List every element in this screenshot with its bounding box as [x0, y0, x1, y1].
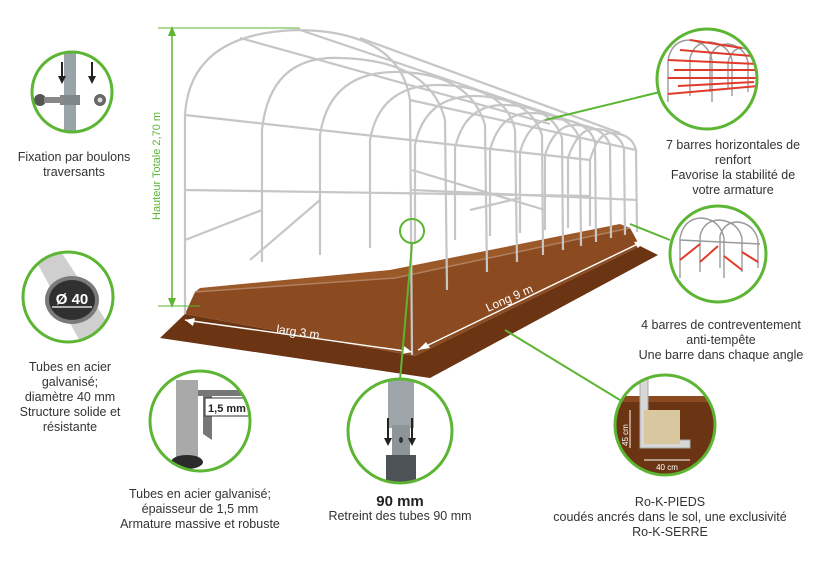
greenhouse-frame [183, 28, 639, 356]
soil-bed [160, 224, 658, 378]
length-dimension [417, 239, 647, 351]
tube-diameter-badge: Ø 40 [56, 291, 89, 308]
bolt-icon [30, 50, 114, 134]
width-label: larg 3 m [276, 322, 321, 342]
callout-connectors [399, 91, 671, 401]
tube-section-icon [21, 250, 115, 344]
foot-height-label: 45 cm [621, 424, 630, 446]
anchor-foot-icon [613, 373, 717, 477]
caliper-icon [148, 369, 252, 473]
swaged-tube-icon [346, 377, 454, 485]
thickness-caption: Tubes en acier galvanisé; épaisseur de 1… [120, 487, 280, 531]
swage-caption: 90 mm Retreint des tubes 90 mm [320, 494, 480, 524]
swage-value: 90 mm [376, 493, 424, 510]
bolts-caption: Fixation par boulons traversants [17, 150, 131, 179]
greenhouse-frame-red-bars-icon [655, 27, 759, 131]
feet-caption: Ro-K-PIEDS coudés ancrés dans le sol, un… [553, 495, 787, 539]
swage-highlight-ring [399, 218, 425, 244]
thickness-badge: 1,5 mm [208, 403, 246, 415]
horizontal-bars-caption: 7 barres horizontales de renfort Favoris… [665, 138, 801, 197]
greenhouse-bracing-icon [668, 204, 768, 304]
height-label: Hauteur Totale 2,70 m [151, 112, 163, 220]
foot-width-label: 40 cm [656, 463, 678, 472]
tube-diameter-caption: Tubes en acier galvanisé; diamètre 40 mm… [19, 360, 121, 434]
width-dimension [184, 318, 413, 354]
height-dimension [158, 26, 300, 308]
bracing-caption: 4 barres de contreventement anti-tempête… [638, 318, 804, 362]
